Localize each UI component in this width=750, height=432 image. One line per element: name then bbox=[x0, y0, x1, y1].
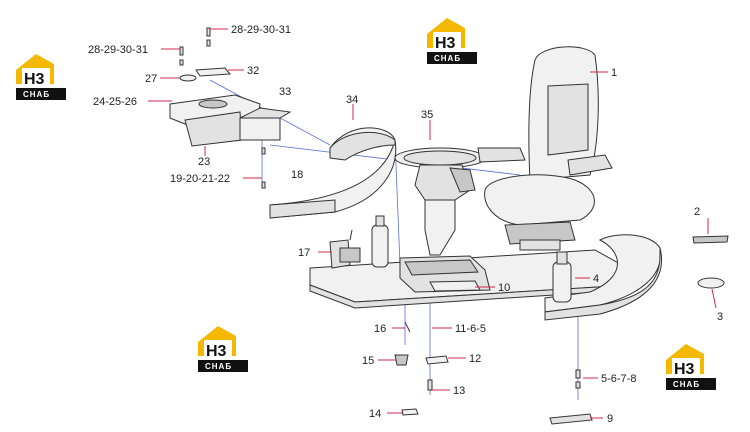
watermark-logo-bottom-left: H3 СНАБ bbox=[198, 326, 248, 372]
pad-12 bbox=[425, 355, 449, 365]
label-27: 27 bbox=[145, 73, 157, 85]
watermark-logo-top-left: H3 СНАБ bbox=[16, 54, 66, 100]
armrest-rail-34 bbox=[269, 127, 397, 219]
side-console bbox=[169, 94, 292, 147]
cylinder-right bbox=[552, 251, 572, 303]
svg-text:H3: H3 bbox=[674, 361, 695, 378]
label-28-29-30-31-left: 28-29-30-31 bbox=[88, 44, 148, 56]
watermark-logo-top-center: H3 СНАБ bbox=[427, 18, 477, 64]
label-24-25-26: 24-25-26 bbox=[93, 96, 137, 108]
label-14: 14 bbox=[369, 408, 381, 420]
label-23: 23 bbox=[198, 156, 210, 168]
label-35: 35 bbox=[421, 109, 433, 121]
part-labels: 1 2 3 4 5-6-7-8 9 10 11-6-5 12 13 14 15 … bbox=[88, 24, 723, 425]
svg-text:СНАБ: СНАБ bbox=[673, 380, 700, 389]
pad-14 bbox=[401, 408, 419, 416]
knob-15 bbox=[394, 354, 409, 366]
label-10: 10 bbox=[498, 282, 510, 294]
label-33: 33 bbox=[279, 86, 291, 98]
label-1: 1 bbox=[611, 67, 617, 79]
label-13: 13 bbox=[453, 385, 465, 397]
bolts-5-8 bbox=[575, 369, 581, 389]
plate-2 bbox=[692, 235, 729, 244]
label-19-20-21-22: 19-20-21-22 bbox=[170, 173, 230, 185]
label-34: 34 bbox=[346, 94, 358, 106]
label-28-29-30-31-top: 28-29-30-31 bbox=[231, 24, 291, 36]
label-9: 9 bbox=[607, 413, 613, 425]
pedal-bracket bbox=[399, 255, 491, 293]
plate-32 bbox=[195, 67, 232, 77]
bolts-top bbox=[179, 27, 266, 189]
lever-17 bbox=[329, 229, 361, 269]
svg-text:H3: H3 bbox=[24, 71, 45, 88]
washer-27 bbox=[179, 74, 197, 82]
svg-text:H3: H3 bbox=[435, 35, 456, 52]
leader-lines bbox=[148, 28, 717, 419]
label-16: 16 bbox=[374, 323, 386, 335]
steering-console bbox=[394, 147, 486, 256]
label-3: 3 bbox=[717, 311, 723, 323]
label-17: 17 bbox=[298, 247, 310, 259]
cylinder-left bbox=[371, 215, 389, 268]
operator-seat bbox=[477, 46, 613, 251]
bolt-13 bbox=[427, 379, 433, 391]
label-5-6-7-8: 5-6-7-8 bbox=[601, 373, 636, 385]
svg-text:H3: H3 bbox=[206, 343, 227, 360]
label-32: 32 bbox=[247, 65, 259, 77]
label-2: 2 bbox=[694, 206, 700, 218]
label-4: 4 bbox=[593, 273, 599, 285]
svg-text:СНАБ: СНАБ bbox=[23, 90, 50, 99]
label-15: 15 bbox=[362, 355, 374, 367]
label-18: 18 bbox=[291, 169, 303, 181]
bracket-9 bbox=[549, 413, 593, 425]
right-rail bbox=[544, 234, 662, 321]
label-12: 12 bbox=[469, 353, 481, 365]
svg-text:СНАБ: СНАБ bbox=[434, 54, 461, 63]
disk-3 bbox=[697, 277, 725, 289]
watermark-logo-bottom-right: H3 СНАБ bbox=[666, 344, 716, 390]
pin-16 bbox=[404, 321, 411, 333]
label-11-6-5: 11-6-5 bbox=[455, 323, 486, 335]
svg-text:СНАБ: СНАБ bbox=[205, 362, 232, 371]
